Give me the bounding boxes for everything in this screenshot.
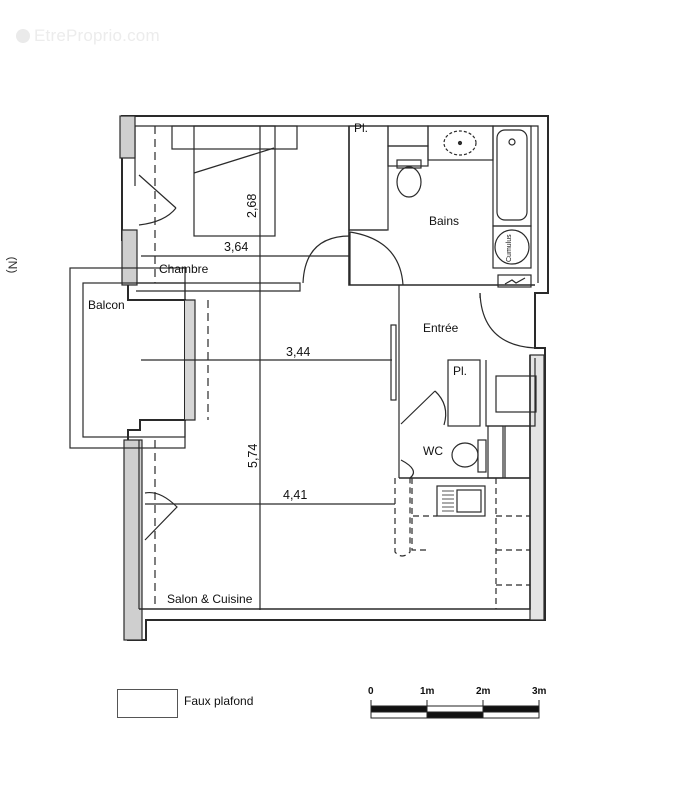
salon-area: [141, 359, 530, 609]
dimension-chambre-width: 3,64: [224, 240, 249, 254]
room-label-balcon: Balcon: [88, 298, 125, 312]
legend-faux-plafond-label: Faux plafond: [184, 694, 254, 708]
wc-room: [399, 390, 531, 479]
room-label-salon-cuisine: Salon & Cuisine: [167, 592, 253, 606]
placard-label-entree: Pl.: [453, 364, 468, 378]
scale-tick-2m: 2m: [476, 686, 491, 697]
scale-tick-3m: 3m: [532, 686, 547, 697]
bains-room: [302, 125, 535, 288]
entree-area: [390, 285, 537, 478]
placard-label-chambre: Pl.: [354, 121, 369, 135]
chambre-room: [136, 125, 350, 610]
watermark-text: EtreProprio.com: [34, 26, 160, 45]
watermark: EtreProprio.com: [16, 26, 160, 46]
room-label-wc: WC: [423, 444, 443, 458]
room-label-entree: Entrée: [423, 321, 459, 335]
scale-bar: [370, 700, 540, 719]
dimension-salon-width-top: 3,44: [286, 345, 311, 359]
room-label-bains: Bains: [429, 214, 460, 228]
exterior-walls: [119, 115, 549, 641]
dimension-salon-depth: 5,74: [246, 443, 260, 468]
legend-faux-plafond-swatch: [117, 689, 178, 718]
scale-tick-0: 0: [368, 686, 374, 697]
cumulus-label: Cumulus: [506, 234, 513, 262]
scale-tick-1m: 1m: [420, 686, 435, 697]
dimension-chambre-depth: 2,68: [245, 193, 259, 218]
dimension-salon-width-bottom: 4,41: [283, 488, 308, 502]
watermark-logo-icon: [16, 29, 30, 43]
room-label-chambre: Chambre: [159, 262, 209, 276]
